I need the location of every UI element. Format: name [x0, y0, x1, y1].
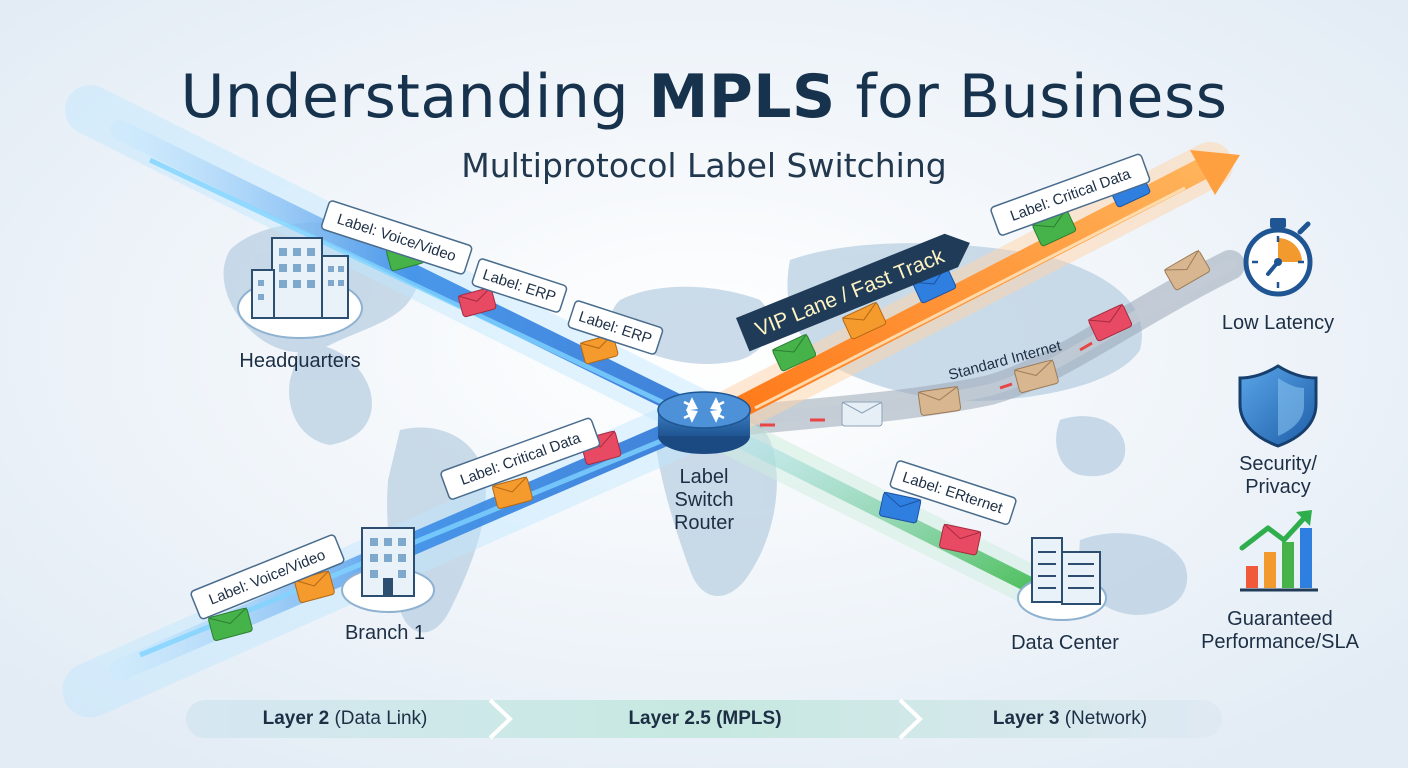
headquarters-icon [237, 237, 363, 339]
datacenter-icon [1017, 537, 1107, 621]
datacenter-label: Data Center [1011, 632, 1119, 654]
router-label-line2: Switch [674, 489, 734, 511]
headquarters-label: Headquarters [239, 350, 361, 372]
layer-2-5-label: Layer 2.5 (MPLS) [520, 700, 890, 738]
low-latency-label: Low Latency [1221, 312, 1335, 334]
packet-red [1087, 303, 1133, 342]
router-icon [657, 391, 751, 454]
layer-2-bold: Layer 2 [262, 708, 330, 729]
packet-blue [879, 491, 922, 524]
stopwatch-icon [1243, 218, 1313, 297]
vip-path [712, 142, 1240, 433]
growth-chart-icon [1239, 510, 1318, 592]
branch-icon [341, 527, 435, 613]
packet-white [841, 401, 883, 427]
security-label: Security/ Privacy [1198, 453, 1358, 499]
page-title: Understanding MPLS for Business [0, 62, 1408, 132]
layer-2-5-bold: Layer 2.5 (MPLS) [628, 708, 782, 729]
standard-internet-path [730, 250, 1245, 435]
branch-label: Branch 1 [344, 622, 426, 644]
layer-3-bold: Layer 3 [992, 708, 1060, 729]
packet-orange [841, 301, 887, 340]
packet-tan [1163, 249, 1211, 291]
packet-green [771, 333, 817, 372]
security-label-line1: Security/ [1239, 453, 1317, 475]
title-bold: MPLS [648, 62, 836, 132]
layer-3-label: Layer 3 (Network) [930, 700, 1210, 738]
layer-2-label: Layer 2 (Data Link) [200, 700, 490, 738]
packet-green [207, 607, 253, 642]
layer-3-rest: (Network) [1059, 708, 1148, 729]
packet-red [939, 523, 982, 556]
router-label: Label Switch Router [654, 466, 754, 535]
packet-red [457, 286, 497, 318]
layer-2-rest: (Data Link) [329, 708, 428, 729]
router-label-line1: Label [679, 466, 729, 488]
security-label-line2: Privacy [1245, 476, 1311, 498]
performance-label-line1: Guaranteed [1227, 608, 1333, 630]
packet-tan [917, 386, 962, 416]
performance-label: Guaranteed Performance/SLA [1180, 608, 1380, 654]
title-plain-before: Understanding [180, 62, 649, 132]
performance-label-line2: Performance/SLA [1201, 631, 1359, 653]
title-plain-after: for Business [835, 62, 1228, 132]
page-subtitle: Multiprotocol Label Switching [461, 146, 947, 185]
router-label-line3: Router [673, 512, 735, 534]
layer-bar [186, 698, 1222, 740]
shield-icon [1238, 364, 1318, 448]
packet-orange [491, 476, 533, 510]
packet-tan [1013, 359, 1059, 394]
